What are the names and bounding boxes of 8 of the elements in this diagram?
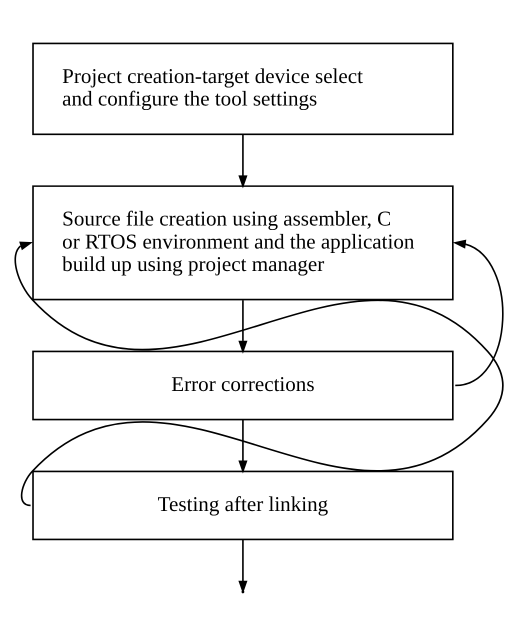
arrow (238, 300, 248, 354)
node-box: Testing after linking (32, 470, 454, 540)
arrow (238, 134, 248, 188)
arrow (452, 240, 504, 386)
node-box: Source file creation using assembler, C or RTOS environment and the application build up using project manager (32, 185, 454, 300)
arrow (238, 420, 248, 474)
node-box: Project creation-target device select and configure the tool settings (32, 42, 454, 136)
node-box: Error corrections (32, 350, 454, 420)
